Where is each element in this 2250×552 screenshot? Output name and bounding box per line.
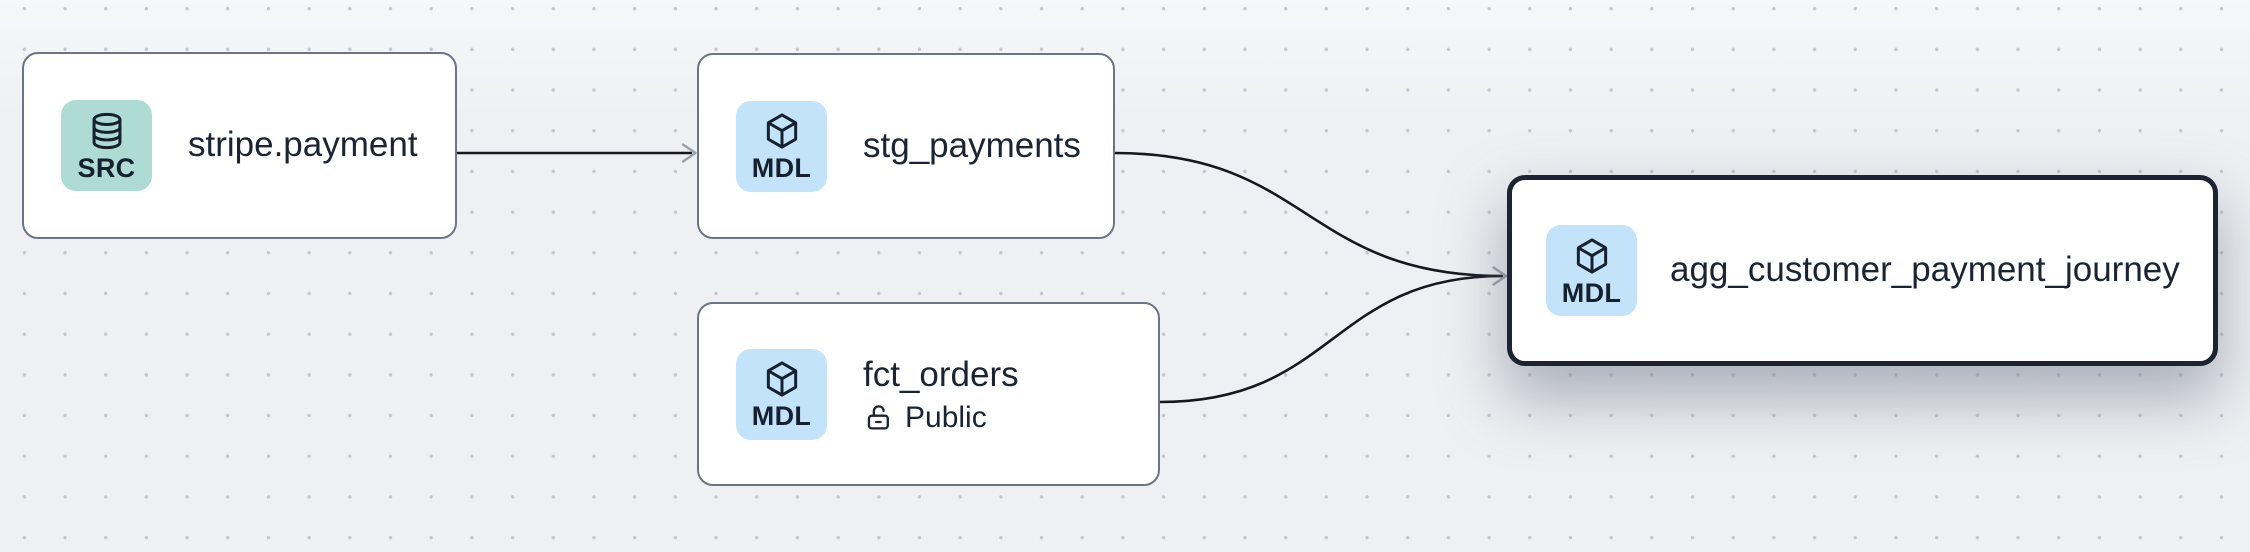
cube-icon [766, 361, 797, 397]
arrowhead-icon [681, 143, 697, 163]
node-stripe-payment[interactable]: SRC stripe.payment [22, 52, 457, 239]
cube-icon [766, 113, 797, 149]
node-title: agg_customer_payment_journey [1670, 250, 2180, 290]
resource-type-label: SRC [77, 152, 136, 183]
resource-type-tile: MDL [736, 348, 827, 440]
resource-type-label: MDL [751, 153, 812, 183]
node-title: stg_payments [863, 125, 1081, 165]
node-agg-customer-payment-journey[interactable]: MDL agg_customer_payment_journey [1507, 175, 2218, 366]
arrowhead-icon [1492, 266, 1508, 286]
resource-type-tile: MDL [1546, 225, 1637, 316]
resource-type-label: MDL [751, 401, 812, 431]
lock-open-icon [867, 405, 889, 430]
node-title: fct_orders [863, 354, 1019, 394]
edge-stg-payments-to-agg-customer-payment-journey[interactable] [1114, 151, 1504, 278]
access-row: Public [863, 402, 1019, 433]
resource-type-tile: MDL [736, 100, 827, 192]
access-label: Public [905, 400, 987, 434]
cube-icon [1576, 237, 1607, 274]
resource-type-label: MDL [1561, 277, 1622, 308]
database-icon [92, 112, 121, 149]
node-title: stripe.payment [188, 125, 418, 165]
node-fct-orders[interactable]: MDL fct_orders Public [697, 302, 1160, 486]
node-stg-payments[interactable]: MDL stg_payments [697, 53, 1115, 239]
resource-type-tile: SRC [61, 100, 152, 191]
edge-fct-orders-to-agg-customer-payment-journey[interactable] [1159, 274, 1504, 404]
